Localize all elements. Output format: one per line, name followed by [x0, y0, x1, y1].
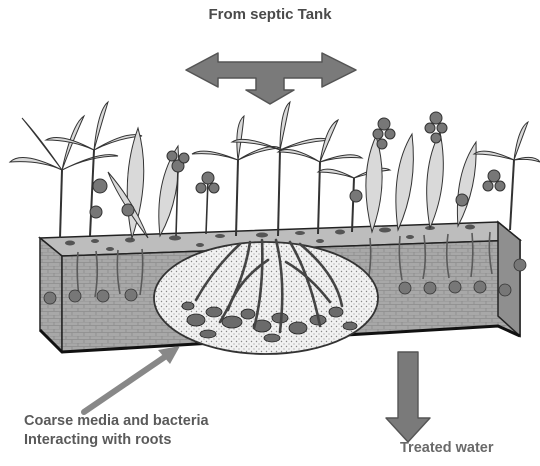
- media-label: Coarse media and bacteria Interacting wi…: [24, 412, 209, 450]
- media-label-line2: Interacting with roots: [24, 431, 209, 450]
- plant-right-palm: [474, 122, 540, 230]
- plant-left-broadleaf: [108, 128, 179, 238]
- media-pointer-arrow: [84, 346, 180, 412]
- outlet-arrow: [386, 352, 430, 442]
- plant-right-broadleaf: [350, 112, 505, 232]
- wetland-plants: [10, 102, 540, 238]
- plant-center-palms: [192, 102, 390, 236]
- inlet-distribution-arrow: [186, 53, 356, 104]
- root-media-zone: [154, 240, 378, 354]
- plant-left-palm: [10, 102, 142, 238]
- plant-left-flowers: [90, 151, 219, 236]
- media-label-line1: Coarse media and bacteria: [24, 412, 209, 431]
- outlet-label: Treated water: [400, 440, 494, 456]
